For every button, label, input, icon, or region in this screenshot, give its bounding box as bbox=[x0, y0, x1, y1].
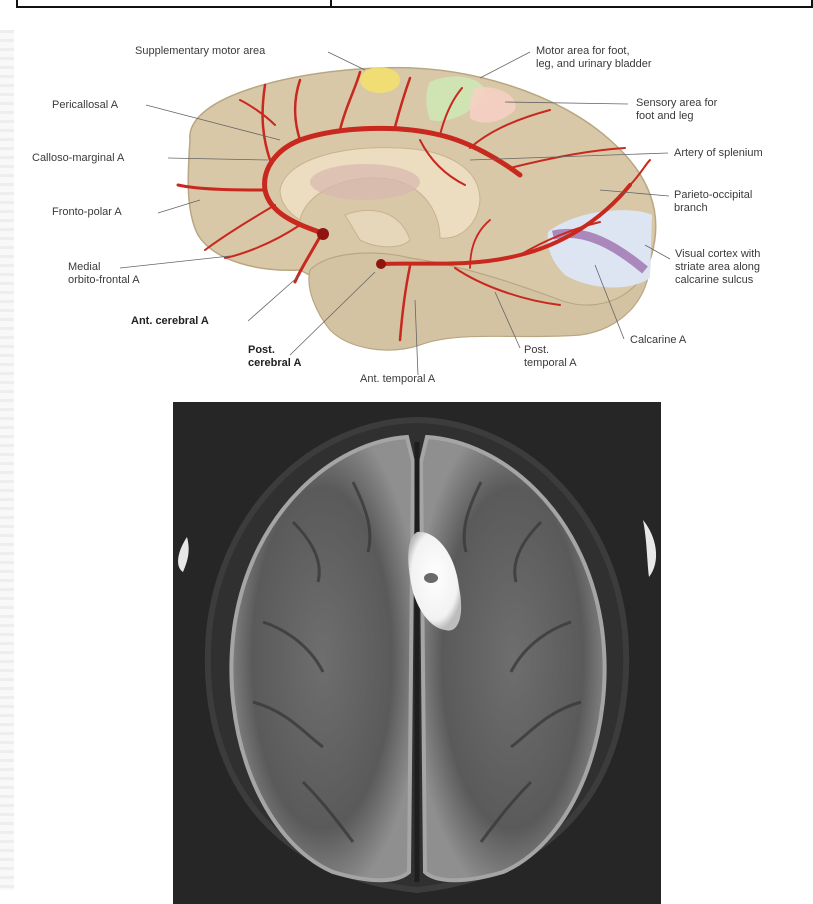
label-parieto-occipital: Parieto-occipital branch bbox=[674, 189, 752, 215]
ant-cerebral-origin bbox=[317, 228, 329, 240]
label-ant-temporal: Ant. temporal A bbox=[360, 373, 435, 386]
label-visual-cortex: Visual cortex with striate area along ca… bbox=[675, 248, 760, 287]
label-ant-cerebral: Ant. cerebral A bbox=[131, 315, 209, 328]
label-pericallosal: Pericallosal A bbox=[52, 99, 118, 112]
lesion-dark-spot bbox=[424, 573, 438, 583]
label-artery-of-splenium: Artery of splenium bbox=[674, 147, 763, 160]
label-motor-area-foot: Motor area for foot, leg, and urinary bl… bbox=[536, 45, 652, 71]
mri-rendering bbox=[173, 402, 661, 904]
supplementary-motor-area bbox=[360, 67, 400, 93]
post-cerebral-origin bbox=[376, 259, 386, 269]
label-supplementary-motor-area: Supplementary motor area bbox=[135, 45, 265, 58]
label-sensory-area-foot: Sensory area for foot and leg bbox=[636, 97, 717, 123]
label-medial-orbitofrontal: Medial orbito-frontal A bbox=[68, 261, 140, 287]
label-callosomarginal: Calloso-marginal A bbox=[32, 152, 124, 165]
label-post-cerebral: Post. cerebral A bbox=[248, 344, 301, 370]
mri-axial-dwi-image bbox=[173, 402, 661, 904]
label-post-temporal: Post. temporal A bbox=[524, 344, 577, 370]
label-calcarine: Calcarine A bbox=[630, 334, 686, 347]
label-frontopolar: Fronto-polar A bbox=[52, 206, 122, 219]
thalamus bbox=[310, 164, 420, 200]
